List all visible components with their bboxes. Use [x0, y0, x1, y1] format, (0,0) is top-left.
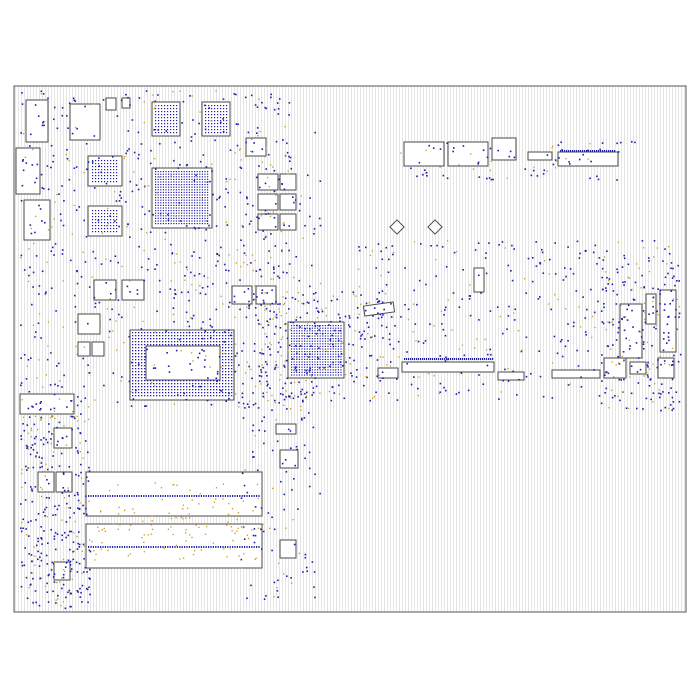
inductor	[91, 341, 105, 357]
inductor	[245, 137, 267, 157]
component	[659, 289, 677, 353]
inductor	[279, 213, 297, 231]
usb-port-2[interactable]	[23, 199, 51, 241]
component	[55, 471, 73, 493]
so-dimm-slots	[85, 471, 263, 569]
lan-port[interactable]	[19, 393, 75, 415]
io-connector[interactable]	[491, 137, 517, 161]
component	[105, 97, 117, 111]
top-left-parts	[69, 97, 131, 141]
left-connectors	[15, 99, 75, 415]
component	[37, 471, 55, 493]
pads-layer	[20, 90, 682, 610]
inductor	[121, 279, 145, 301]
middle-column-parts	[275, 423, 299, 559]
inductor	[279, 173, 297, 191]
vram-chip-2[interactable]	[201, 101, 231, 137]
hdmi-port[interactable]	[15, 147, 41, 195]
cpu-bga[interactable]	[129, 329, 235, 401]
io-connector[interactable]	[403, 141, 445, 167]
battery-connector[interactable]	[401, 361, 495, 373]
component	[279, 449, 299, 469]
component	[121, 97, 131, 109]
component	[279, 539, 297, 559]
so-dimm-slot-1[interactable]	[85, 471, 263, 517]
component	[389, 219, 405, 235]
component	[275, 423, 297, 435]
component	[69, 103, 101, 141]
inductor	[231, 285, 253, 305]
component	[657, 357, 675, 379]
io-connector[interactable]	[527, 151, 553, 161]
inductor	[257, 193, 279, 211]
inductor	[257, 173, 279, 191]
component	[427, 219, 443, 235]
usb-port-1[interactable]	[25, 99, 49, 143]
vias-layer	[20, 90, 681, 607]
io-connector[interactable]	[447, 141, 489, 167]
component	[497, 371, 525, 381]
component	[551, 369, 601, 379]
inductor	[255, 285, 277, 305]
inductor	[77, 313, 101, 335]
component	[603, 357, 627, 379]
center-parts	[362, 219, 485, 317]
component	[377, 367, 399, 379]
right-side-parts	[551, 289, 677, 379]
lower-left-parts	[37, 427, 73, 581]
inductor	[93, 279, 117, 301]
component	[645, 293, 657, 325]
component	[629, 361, 647, 375]
component	[473, 267, 485, 293]
inductor	[77, 341, 91, 357]
component	[53, 561, 71, 581]
